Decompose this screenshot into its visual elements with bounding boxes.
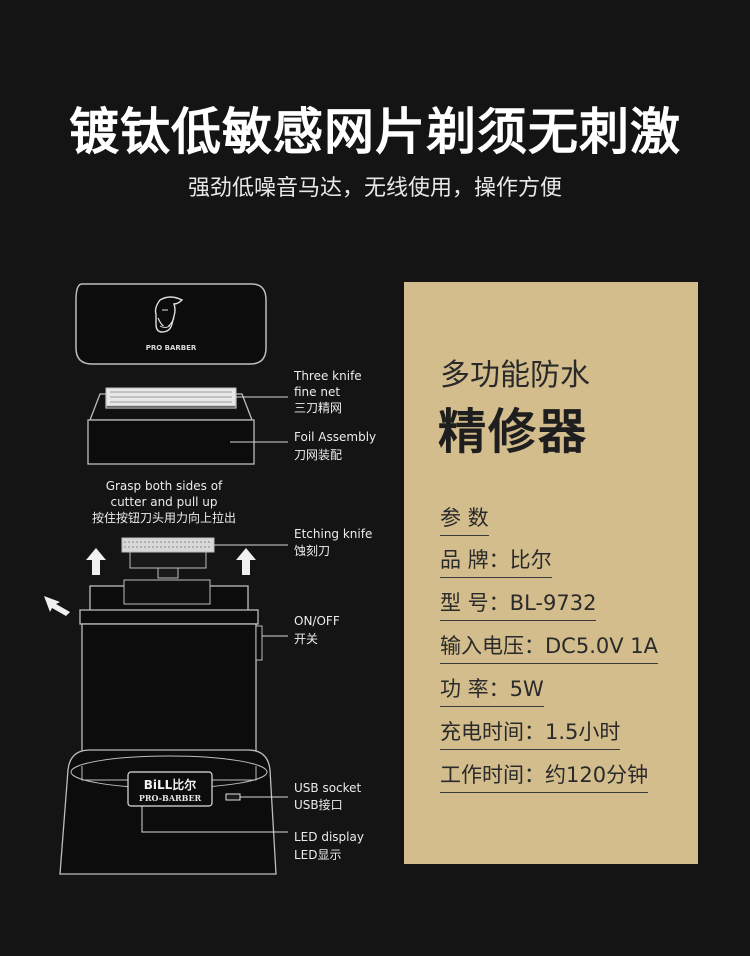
label-led-cn: LED显示 [294,848,342,862]
label-foil-en: Foil Assembly [294,430,377,444]
spec-panel: 多功能防水 精修器 参 数 品 牌：比尔 型 号：BL-9732 输入电压：DC… [404,282,698,864]
etching-knife [121,537,215,579]
spec-row-charge-time: 充电时间：1.5小时 [440,716,621,750]
usb-port [225,793,241,801]
body-logo-main: BiLL比尔 [144,777,197,792]
label-foil-cn: 刀网装配 [294,448,343,462]
barber-head-icon [154,296,184,333]
pull-up-arrows [86,548,256,575]
spec-row-power: 功 率：5W [440,673,544,707]
label-onoff-en: ON/OFF [294,614,340,628]
body-logo-sub: PRO-BARBER [139,793,202,803]
protective-cap: PRO BARBER [75,283,267,365]
label-grasp-cn: 按住按钮刀头用力向上拉出 [91,511,236,525]
foil-assembly [87,387,255,465]
spec-row-model: 型 号：BL-9732 [440,587,597,621]
page-title: 镀钛低敏感网片剃须无刺激 [69,103,681,161]
shaver-body [79,579,263,777]
label-usb-en: USB socket [294,781,362,795]
press-button-arrow [44,596,70,616]
power-switch [255,625,263,661]
leader-lines [141,396,288,833]
label-etching-cn: 蚀刻刀 [294,544,331,558]
label-led-en: LED display [294,830,364,844]
label-three-knife-cn: 三刀精网 [294,401,343,415]
cap-logo-text: PRO BARBER [146,344,197,352]
shaver-illustration: PRO BARBER [44,283,288,875]
spec-row-work-time: 工作时间：约120分钟 [440,759,649,793]
spec-row-brand: 品 牌：比尔 [440,544,552,578]
label-usb-cn: USB接口 [294,798,343,812]
product-exploded-diagram: PRO BARBER [30,270,390,910]
spec-row-params: 参 数 [440,502,489,536]
spec-heading-large: 精修器 [438,404,589,460]
label-three-knife-en: Three knife fine net [294,369,362,399]
label-onoff-cn: 开关 [294,632,319,646]
label-etching-en: Etching knife [294,527,373,541]
body-logo-badge [127,771,213,807]
page-subtitle: 强劲低噪音马达，无线使用，操作方便 [187,176,562,201]
spec-row-voltage: 输入电压：DC5.0V 1A [440,630,658,664]
label-grasp-en: Grasp both sides of cutter and pull up [105,479,223,509]
charging-base: BiLL比尔 PRO-BARBER [59,749,277,875]
spec-heading-small: 多功能防水 [440,358,590,393]
